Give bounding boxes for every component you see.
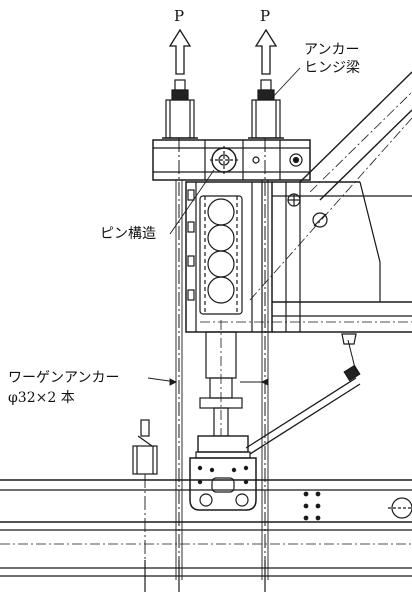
wagen-anchor-rods bbox=[175, 138, 269, 592]
lower-jack bbox=[199, 320, 243, 440]
jack-left bbox=[162, 79, 198, 139]
right-girder bbox=[200, 181, 412, 333]
anchor-hinge-beam-label-line1: アンカー bbox=[304, 42, 360, 58]
main-box-girder bbox=[185, 181, 273, 333]
pin-structure bbox=[210, 146, 238, 174]
force-arrow-left bbox=[168, 28, 192, 75]
anchor-shoe bbox=[189, 435, 257, 511]
wagen-anchor-label-line2: φ32×2 本 bbox=[8, 390, 75, 406]
anchor-hinge-beam-label-line2: ヒンジ梁 bbox=[304, 60, 360, 76]
pin-structure-label: ピン構造 bbox=[100, 226, 156, 242]
leader-lines bbox=[147, 67, 301, 386]
diagonal-strut-upper bbox=[249, 71, 412, 301]
wagen-anchor-label-line1: ワーゲンアンカー bbox=[8, 370, 120, 386]
force-label-left: P bbox=[174, 7, 185, 25]
bottom-rail bbox=[0, 479, 412, 592]
jack-right bbox=[248, 79, 284, 139]
tie-rod bbox=[245, 333, 361, 455]
force-arrow-right bbox=[254, 28, 278, 75]
force-label-right: P bbox=[260, 7, 271, 25]
